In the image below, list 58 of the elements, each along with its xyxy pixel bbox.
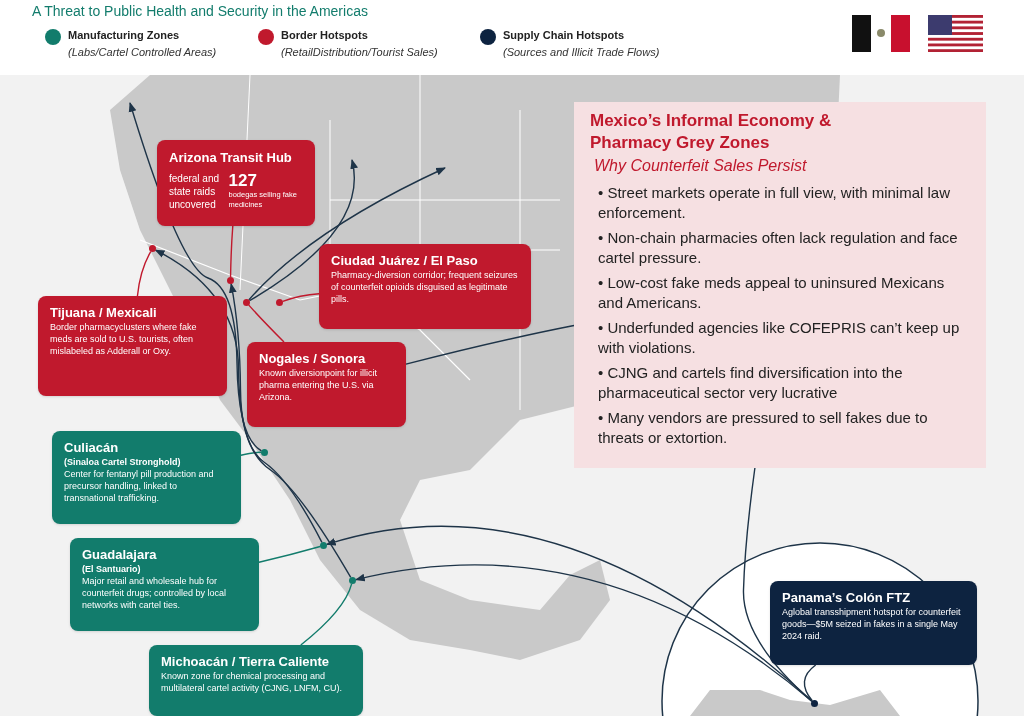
card-text: Known zone for chemical processing and multilateral cartel activity (CJNG, LNFM, CU). [161,670,344,694]
connector-line [248,304,285,343]
card-title: Ciudad Juárez / El Paso [331,252,479,269]
connector-line [282,293,320,302]
zone-card [52,431,241,524]
hotspot-card [157,140,315,226]
card-title: Tijuana / Mexicali [50,304,158,321]
flow-arrow [154,249,323,544]
bullet-point: • Non-chain pharmacies often lack regulation and face cartel pressure. [597,228,959,268]
card-text: Center for fentanyl pill production and precursor handling, linked to transnational trafficking. [64,468,215,504]
bullet-point: • Low-cost fake meds appeal to uninsured Mexicans and Americans. [597,273,946,313]
bullet-point: • CJNG and cartels find diversification into the pharmaceutical sector very lucrative [597,363,904,403]
stat-number: 127 [228,171,258,190]
card-title: Nogales / Sonora [259,350,367,367]
connector-line [300,583,353,646]
hotspot-card [247,342,406,427]
card-title: Arizona Transit Hub [169,149,293,167]
card-title: Michoacán / Tierra Caliente [161,653,331,670]
card-subtitle: (El Santuario) [82,563,142,575]
legend-note: (Sources and Illicit Trade Flows) [503,45,660,60]
connector-line [405,324,575,365]
bullet-point: • Underfunded agencies like COFEPRIS can’t keep up with violations. [597,318,960,358]
legend-label: Border Hotspots [281,28,368,43]
legend-note: (RetailDistribution/Tourist Sales) [281,45,438,60]
connector-line [136,250,152,297]
connector-line [803,664,817,702]
card-text: Known diversionpoint for illicit pharma entering the U.S. via Arizona. [259,367,379,403]
connector-line [240,451,262,456]
bullet-point: • Street markets operate in full view, with minimal law enforcement. [597,183,952,223]
zone-card [70,538,259,631]
connector-line [229,225,234,278]
connector-line [742,467,813,702]
hotspot-card [770,581,977,665]
legend-label: Manufacturing Zones [68,28,180,43]
card-subtitle: (Sinaloa Cartel Stronghold) [64,456,182,468]
flow-arrow [228,282,352,579]
hotspot-card [38,296,227,396]
flow-arrow [128,102,263,452]
card-text: Border pharmacyclusters where fake meds are sold to U.S. tourists, often mislabeled as Adderall or Oxy. [50,321,198,357]
card-text: federal and state raids uncovered [169,171,221,211]
hotspot-card [319,244,531,329]
legend-label: Supply Chain Hotspots [503,28,624,43]
bullet-point: • Many vendors are pressured to sell fakes due to threats or extortion. [597,408,929,448]
card-text: Aglobal transshipment hotspot for counterfeit goods—$5M seized in fakes in a single May 2024 raid. [782,606,962,642]
zone-card [149,645,363,716]
legend-note: (Labs/Cartel Controlled Areas) [68,45,217,60]
card-title: Culiacán [64,439,120,456]
flow-arrow [248,159,358,302]
subtitle-heading: A Threat to Public Health and Security in the Americas [32,2,368,21]
card-text: Major retail and wholesale hub for counterfeit drugs; controlled by local networks with cartel ties. [82,575,228,611]
connector-line [258,545,321,563]
card-text: Pharmacy-diversion corridor; frequent seizures of counterfeit opioids disguised as legitimate pills. [331,269,519,305]
flow-arrow [248,167,446,301]
info-panel [574,102,986,468]
card-title: Panama’s Colón FTZ [782,589,912,606]
panel-subtitle: Why Counterfeit Sales Persist [593,156,808,176]
panel-heading: Mexico’s Informal Economy & Pharmacy Grey Zones [590,110,833,154]
card-title: Guadalajara [82,546,158,563]
